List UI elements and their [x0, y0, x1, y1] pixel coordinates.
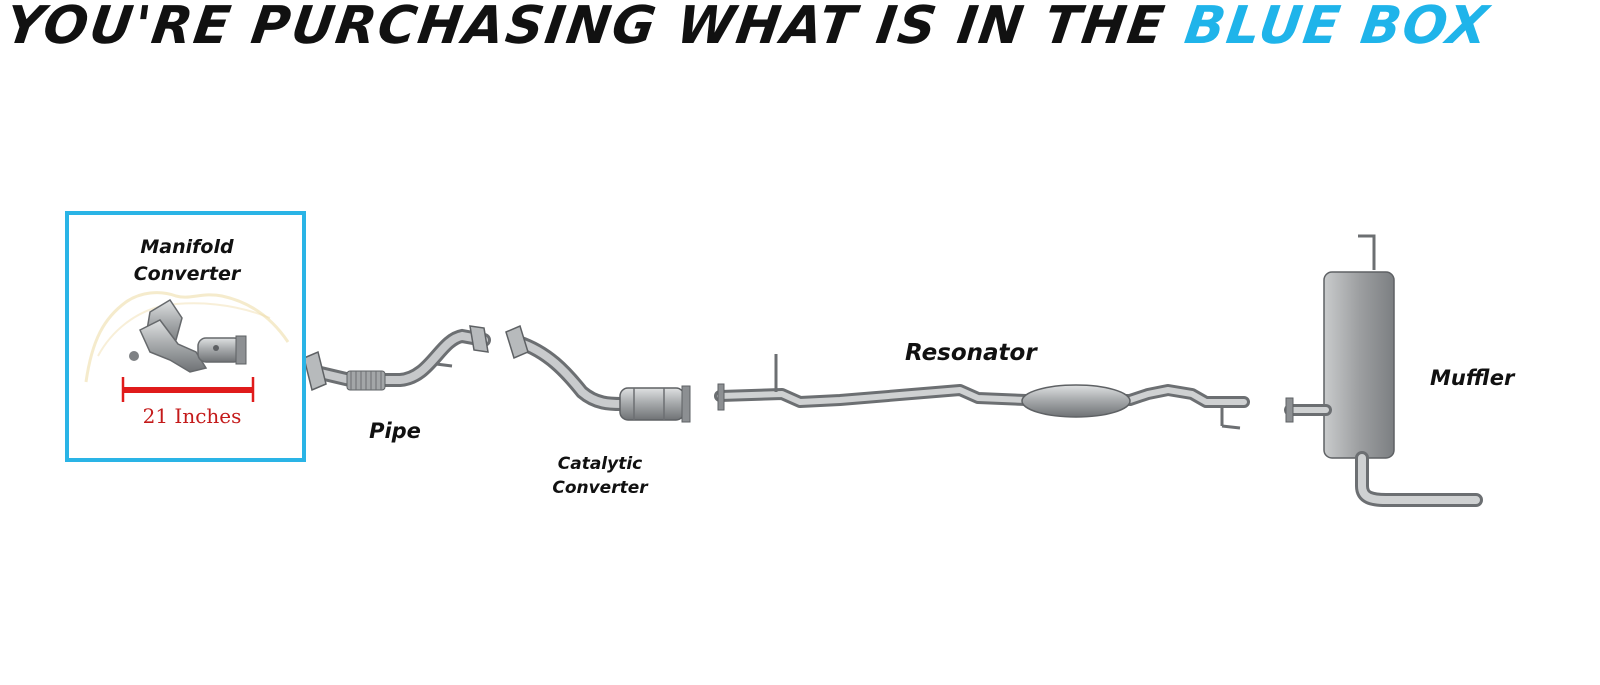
- resonator-part: [714, 354, 1250, 430]
- pipe-part: [303, 325, 491, 392]
- blue-box-highlight: [65, 211, 306, 462]
- pipe-label: Pipe: [369, 419, 421, 443]
- measurement-label: 21 Inches: [142, 404, 242, 428]
- catalytic-converter-part: [505, 324, 691, 423]
- muffler-label: Muffler: [1430, 366, 1515, 390]
- catalytic-converter-label: Catalytic Converter: [552, 454, 648, 498]
- horse-watermark: [84, 291, 290, 383]
- measurement-bar: [121, 377, 255, 402]
- manifold-converter-part: [84, 291, 290, 383]
- muffler-part: [1284, 234, 1483, 507]
- resonator-label: Resonator: [905, 340, 1037, 366]
- manifold-converter-label: Manifold Converter: [133, 236, 241, 285]
